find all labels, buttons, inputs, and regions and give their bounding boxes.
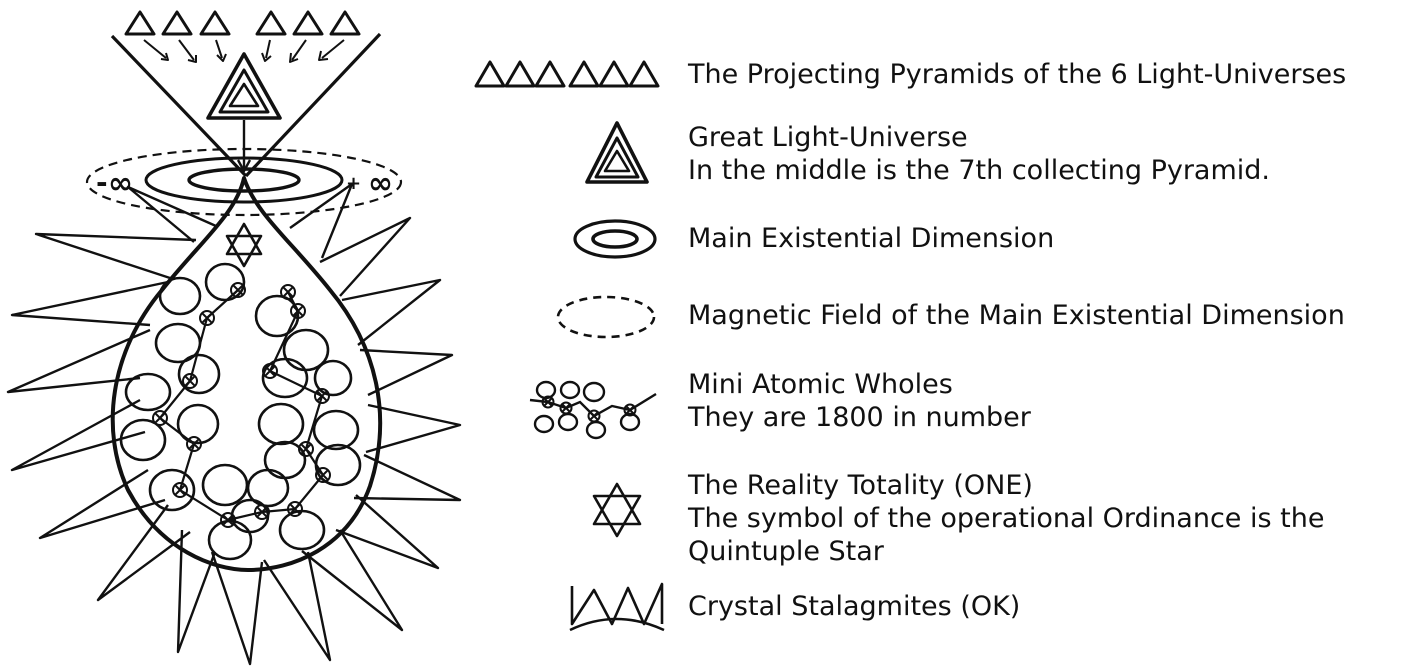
legend-label-crystal-stalagmites: Crystal Stalagmites (OK) (688, 590, 1020, 623)
left-infinity: ∞ (108, 166, 133, 201)
legend-label-magnetic-field: Magnetic Field of the Main Existential D… (688, 299, 1345, 332)
main-figure: - ∞ + ∞ (0, 0, 470, 668)
star-of-david (227, 224, 261, 266)
crystal-stalagmites-ring (8, 184, 460, 664)
left-infinity-sign: - (96, 166, 108, 199)
right-infinity: ∞ (368, 166, 393, 201)
legend-label-great-light-universe: Great Light-Universe In the middle is th… (688, 121, 1270, 187)
plus-sign: + (346, 173, 361, 194)
legend-label-mini-atomic-wholes: Mini Atomic Wholes They are 1800 in numb… (688, 368, 1031, 434)
legend-label-projecting-pyramids: The Projecting Pyramids of the 6 Light-U… (688, 58, 1346, 91)
atom-chain-icon (526, 376, 662, 440)
star-of-david-icon (590, 480, 644, 540)
crystal-stalagmites-icon (566, 578, 666, 634)
legend-label-main-existential-dimension: Main Existential Dimension (688, 222, 1054, 255)
six-pyramids-icon (470, 56, 660, 90)
dashed-ellipse-icon (554, 292, 660, 342)
double-ellipse-icon (571, 216, 661, 262)
great-pyramid-icon (584, 120, 650, 186)
atomic-chain (121, 264, 360, 559)
legend-label-reality-totality: The Reality Totality (ONE) The symbol of… (688, 469, 1324, 568)
